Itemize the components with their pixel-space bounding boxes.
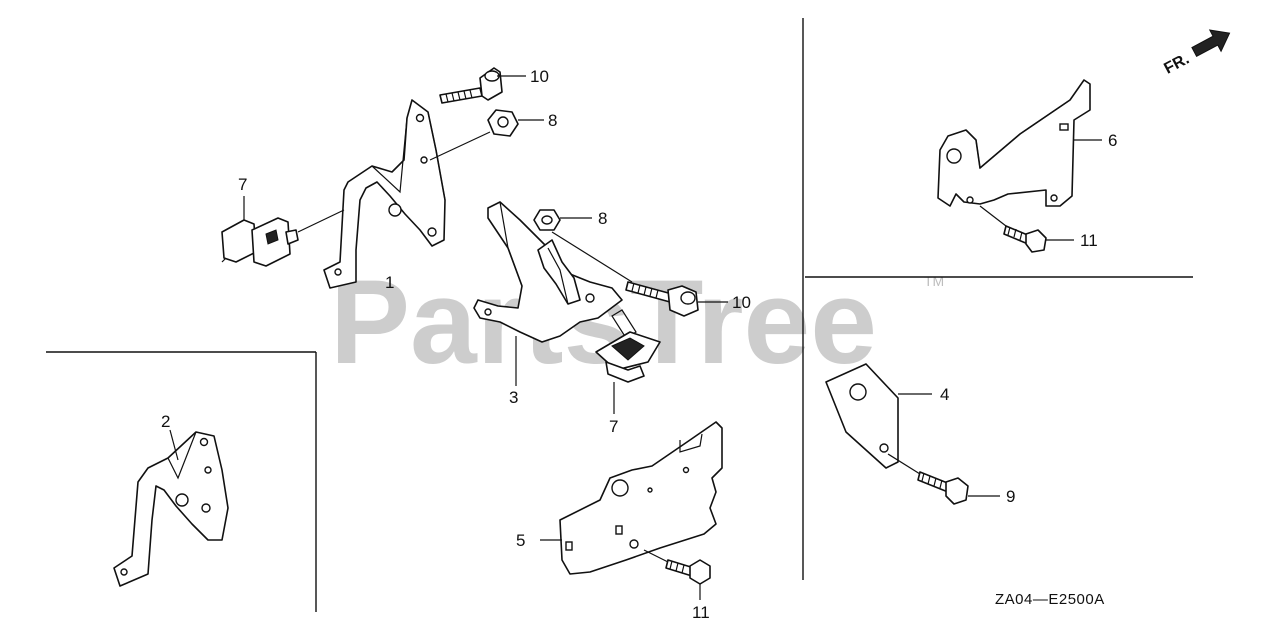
callout-10-top: 10 [530, 67, 549, 86]
part-10-bolt-top [439, 67, 526, 104]
callout-1: 1 [385, 273, 394, 292]
part-11-bolt-bottom [643, 549, 711, 600]
part-8-nut-top [429, 109, 544, 161]
callout-6: 6 [1108, 131, 1117, 150]
callout-8-top: 8 [548, 111, 557, 130]
front-direction-arrow: FR. [1161, 29, 1231, 78]
callout-2: 2 [161, 412, 170, 431]
part-11-bolt-right [979, 205, 1074, 253]
part-6-bracket [937, 79, 1102, 207]
watermark-text: PartsTree [330, 255, 877, 389]
callout-8-mid: 8 [598, 209, 607, 228]
callout-11-bottom: 11 [692, 603, 710, 622]
part-2-bracket [113, 429, 229, 587]
callout-3: 3 [509, 388, 518, 407]
part-5-bracket-plate [540, 421, 723, 575]
callout-4: 4 [940, 385, 949, 404]
callout-11-right: 11 [1080, 231, 1098, 250]
part-10-bolt-mid [625, 281, 728, 317]
part-3-bracket [473, 201, 623, 386]
callouts: 10 8 7 1 8 10 3 7 2 5 11 6 11 4 9 [161, 67, 1117, 622]
callout-10-mid: 10 [732, 293, 751, 312]
part-1-control-bracket [323, 99, 446, 289]
section-dividers [46, 18, 1193, 612]
front-label: FR. [1161, 50, 1192, 77]
callout-9: 9 [1006, 487, 1015, 506]
part-4-plate [825, 363, 932, 469]
watermark-trademark: TM [924, 273, 944, 289]
part-9-bolt [887, 453, 1000, 505]
part-7-mount-mid [595, 309, 661, 414]
diagram-code: ZA04—E2500A [995, 591, 1105, 608]
part-8-nut-mid [533, 209, 633, 283]
part-7-mount-left [221, 196, 345, 267]
callout-7-left: 7 [238, 175, 247, 194]
callout-7-mid: 7 [609, 417, 618, 436]
callout-5: 5 [516, 531, 525, 550]
